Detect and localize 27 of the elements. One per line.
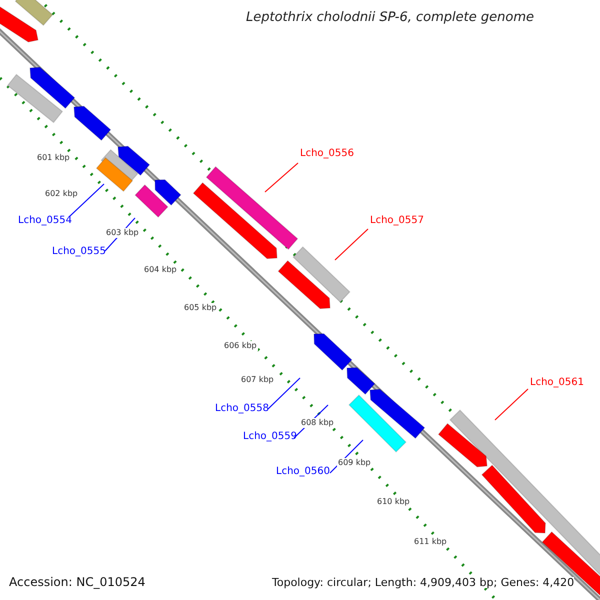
tick-label: 605 kbp — [183, 303, 218, 313]
tick-label: 609 kbp — [337, 458, 372, 468]
leader-line — [70, 184, 104, 216]
gene-label: Lcho_0561 — [530, 378, 584, 388]
gene-label: Lcho_0558 — [215, 404, 269, 414]
tick-label: 602 kbp — [44, 189, 79, 199]
gene-label: Lcho_0559 — [243, 432, 297, 442]
leader-line — [268, 378, 300, 410]
footer-text: Accession: NC_010524 — [9, 576, 146, 588]
gene-label: Lcho_0557 — [370, 216, 424, 226]
gene-label: Lcho_0554 — [18, 216, 72, 226]
tick-label: 603 kbp — [105, 228, 140, 238]
tick-label: 608 kbp — [300, 418, 335, 428]
tick-label: 604 kbp — [143, 265, 178, 275]
gene-label: Lcho_0556 — [300, 149, 354, 159]
gene-label: Lcho_0555 — [52, 247, 106, 257]
tick-label: 601 kbp — [36, 153, 71, 163]
leader-line — [264, 162, 298, 192]
tick-label: 607 kbp — [240, 375, 275, 385]
leader-line — [334, 228, 368, 260]
leader-line — [494, 388, 528, 420]
tick-label: 610 kbp — [376, 497, 411, 507]
footer-text: Topology: circular; Length: 4,909,403 bp; Genes: 4,420 — [272, 577, 574, 588]
gene-label: Lcho_0560 — [276, 467, 330, 477]
title: Leptothrix cholodnii SP-6, complete genome — [246, 11, 534, 24]
tick-label: 606 kbp — [223, 341, 258, 351]
tick-label: 611 kbp — [413, 537, 448, 547]
